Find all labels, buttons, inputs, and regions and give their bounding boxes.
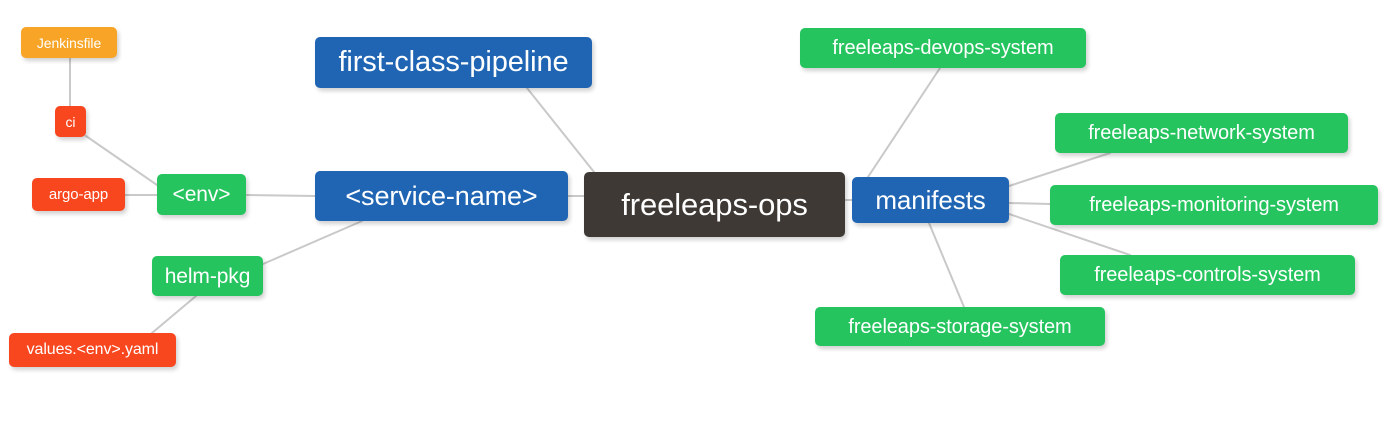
node-jenkinsfile[interactable]: Jenkinsfile bbox=[21, 27, 117, 58]
node-label-freeleaps-network-system: freeleaps-network-system bbox=[1088, 122, 1315, 144]
node-label-freeleaps-devops-system: freeleaps-devops-system bbox=[832, 37, 1054, 59]
node-ci[interactable]: ci bbox=[55, 106, 86, 137]
edge-freeleaps-devops-system-to-manifests bbox=[867, 67, 941, 178]
node-label-freeleaps-controls-system: freeleaps-controls-system bbox=[1094, 264, 1321, 286]
edge-first-class-pipeline-to-freeleaps-ops bbox=[526, 87, 595, 173]
node-label-jenkinsfile: Jenkinsfile bbox=[36, 34, 102, 51]
node-values-env-yaml[interactable]: values.<env>.yaml bbox=[9, 333, 176, 367]
node-label-manifests: manifests bbox=[875, 185, 986, 215]
edge-env-to-service-name bbox=[245, 194, 316, 197]
node-freeleaps-network-system[interactable]: freeleaps-network-system bbox=[1055, 113, 1348, 153]
node-freeleaps-monitoring-system[interactable]: freeleaps-monitoring-system bbox=[1050, 185, 1378, 225]
edge-values-env-yaml-to-helm-pkg bbox=[151, 295, 197, 334]
edge-manifests-to-freeleaps-storage-system bbox=[928, 222, 965, 308]
node-label-freeleaps-monitoring-system: freeleaps-monitoring-system bbox=[1089, 194, 1339, 216]
node-label-helm-pkg: helm-pkg bbox=[164, 264, 251, 288]
node-label-first-class-pipeline: first-class-pipeline bbox=[338, 46, 569, 78]
edge-helm-pkg-to-service-name bbox=[262, 220, 363, 265]
node-freeleaps-devops-system[interactable]: freeleaps-devops-system bbox=[800, 28, 1086, 68]
node-argo-app[interactable]: argo-app bbox=[32, 178, 125, 211]
node-label-service-name: <service-name> bbox=[345, 180, 538, 211]
edge-manifests-to-freeleaps-monitoring-system bbox=[1008, 202, 1051, 205]
node-env[interactable]: <env> bbox=[157, 174, 246, 215]
node-service-name[interactable]: <service-name> bbox=[315, 171, 568, 221]
node-manifests[interactable]: manifests bbox=[852, 177, 1009, 223]
node-label-freeleaps-ops: freeleaps-ops bbox=[621, 187, 808, 222]
edge-manifests-to-freeleaps-network-system bbox=[1008, 152, 1111, 187]
node-label-values-env-yaml: values.<env>.yaml bbox=[26, 341, 159, 358]
node-freeleaps-controls-system[interactable]: freeleaps-controls-system bbox=[1060, 255, 1355, 295]
node-label-env: <env> bbox=[172, 183, 231, 206]
node-first-class-pipeline[interactable]: first-class-pipeline bbox=[315, 37, 592, 88]
node-label-ci: ci bbox=[65, 113, 76, 130]
node-helm-pkg[interactable]: helm-pkg bbox=[152, 256, 263, 296]
node-label-argo-app: argo-app bbox=[48, 186, 109, 203]
node-freeleaps-ops[interactable]: freeleaps-ops bbox=[584, 172, 845, 237]
node-freeleaps-storage-system[interactable]: freeleaps-storage-system bbox=[815, 307, 1105, 346]
node-label-freeleaps-storage-system: freeleaps-storage-system bbox=[848, 315, 1072, 338]
